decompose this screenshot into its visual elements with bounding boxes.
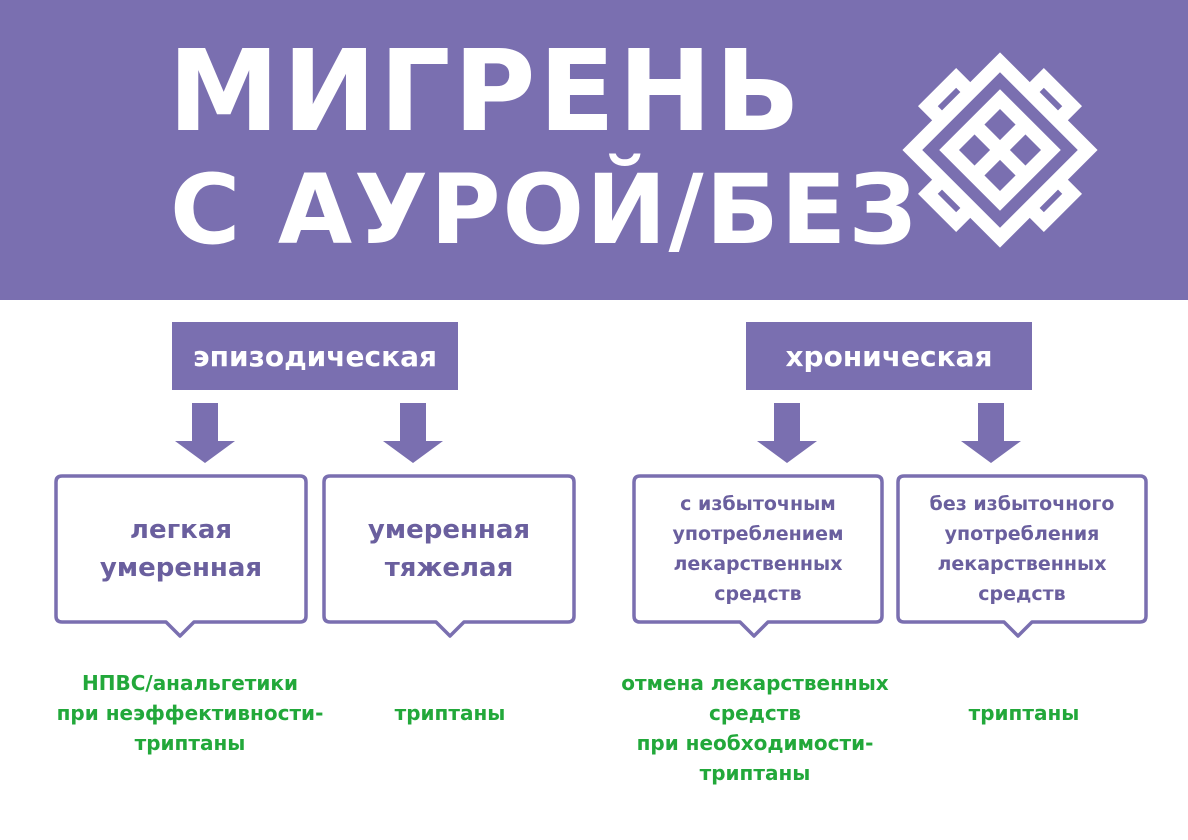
treatment-line: НПВС/анальгетики (81, 671, 298, 695)
subtype-line: с избыточным (680, 493, 836, 515)
treatment-with-overuse: отмена лекарственных средств при необход… (590, 668, 920, 788)
category-chronic: хроническая (746, 322, 1032, 390)
treatment-moderate-severe: триптаны (330, 698, 570, 728)
treatment-line: триптаны (134, 731, 246, 755)
subtype-line: умеренная (367, 515, 531, 545)
bubble-box-4 (896, 474, 1148, 638)
treatment-line: триптаны (394, 701, 506, 725)
treatment-without-overuse: триптаны (904, 698, 1144, 728)
subtype-line: лекарственных (673, 553, 843, 575)
bubble-box-1 (54, 474, 308, 638)
treatment-line: триптаны (699, 761, 811, 785)
subtype-line: средств (978, 583, 1066, 605)
endless-knot-icon (902, 52, 1098, 248)
subtype-line: употреблением (672, 523, 844, 545)
subtype-line: средств (714, 583, 802, 605)
treatment-line: при необходимости- (636, 731, 874, 755)
subtype-line: употребления (944, 523, 1100, 545)
down-arrow-icon (757, 403, 817, 463)
bubble-box-3 (632, 474, 884, 638)
treatment-line: отмена лекарственных (621, 671, 889, 695)
subtype-line: умеренная (99, 553, 263, 583)
title-banner: МИГРЕНЬ С АУРОЙ/БЕЗ (0, 0, 1188, 300)
subtype-line: без избыточного (929, 493, 1115, 515)
down-arrow-icon (175, 403, 235, 463)
treatment-line: при неэффективности- (56, 701, 324, 725)
down-arrow-icon (961, 403, 1021, 463)
treatment-line: средств (709, 701, 801, 725)
subtype-without-overuse: без избыточного употребления лекарственн… (898, 476, 1146, 622)
category-episodic: эпизодическая (172, 322, 458, 390)
treatment-mild-moderate: НПВС/анальгетики при неэффективности- тр… (20, 668, 360, 758)
subtype-line: легкая (129, 515, 233, 545)
down-arrow-icon (383, 403, 443, 463)
bubble-box-2 (322, 474, 576, 638)
treatment-line: триптаны (968, 701, 1080, 725)
subtype-moderate-severe: умеренная тяжелая (324, 476, 574, 622)
subtype-line: лекарственных (937, 553, 1107, 575)
subtype-mild-moderate: легкая умеренная (56, 476, 306, 622)
subtype-line: тяжелая (384, 553, 514, 583)
title-line-1: МИГРЕНЬ (168, 27, 804, 157)
title-line-2: С АУРОЙ/БЕЗ (170, 154, 919, 266)
subtype-with-overuse: с избыточным употреблением лекарственных… (634, 476, 882, 622)
